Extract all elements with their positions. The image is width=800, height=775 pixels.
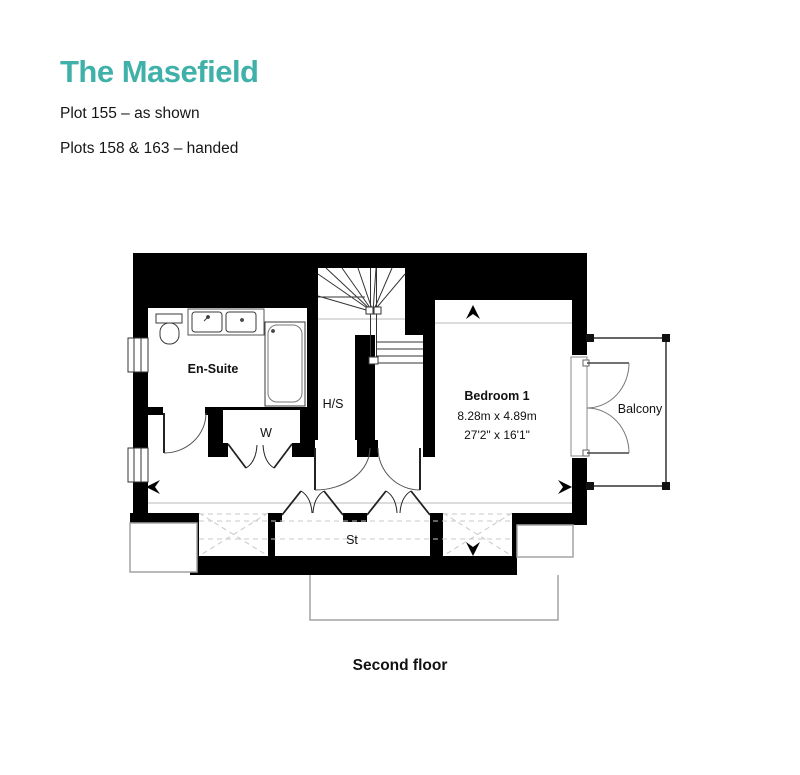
roof-outline-right [516,524,574,558]
wall-stubs [275,513,443,522]
page-title: The Masefield [60,54,259,89]
slope-arrows [146,305,572,556]
balcony-door-frame [570,356,588,457]
room-labels: En-Suite W H/S St Balcony Bedroom 1 8.28… [188,362,663,547]
sink-vanity-icon [187,308,265,336]
floor-plan: En-Suite W H/S St Balcony Bedroom 1 8.28… [120,250,680,650]
header: The Masefield Plot 155 – as shown Plots … [60,54,259,158]
ensuite-label: En-Suite [188,362,239,376]
roof-outline-left [129,522,198,573]
bathtub-icon [264,321,306,407]
bedroom-door-swing [377,447,421,491]
slope-arrow-left-icon [146,480,160,494]
store-bifold-doors-left [281,490,344,516]
toilet-icon [155,313,183,345]
balcony-railing [586,334,670,490]
bedroom1-label: Bedroom 1 [464,389,529,403]
floor-plan-svg: En-Suite W H/S St Balcony Bedroom 1 8.28… [127,253,670,621]
balcony [570,334,670,490]
wardrobe-bifold-doors [227,443,293,469]
staircase-icon [317,267,423,365]
floor-caption: Second floor [352,657,448,674]
bedroom1-size-metric: 8.28m x 4.89m [457,409,536,423]
window-icon [127,447,149,483]
slope-arrow-right-icon [558,480,572,494]
reduced-headroom-right [442,512,513,557]
roof-outline-below [309,575,559,621]
roof-outline [129,522,574,621]
hs-label: H/S [323,397,344,411]
balcony-french-doors [582,359,630,457]
balcony-label: Balcony [618,402,663,416]
plot-as-shown-line: Plot 155 – as shown [60,105,200,122]
windows [127,337,149,483]
window-icon [127,337,149,373]
bedroom1-size-imperial: 27'2" x 16'1" [464,428,530,442]
reduced-headroom-left [198,512,269,557]
store-label: St [346,533,358,547]
interior-doors [163,412,431,516]
wardrobe-label: W [260,426,272,440]
ensuite-fixtures [155,308,306,407]
ceiling-height-lines [148,318,572,540]
store-bifold-doors-right [366,490,431,516]
ensuite-door-swing [163,412,207,454]
hs-door-swing [314,447,371,491]
plots-handed-line: Plots 158 & 163 – handed [60,140,239,157]
slope-arrow-down-icon [466,542,480,556]
slope-arrow-up-icon [466,305,480,319]
